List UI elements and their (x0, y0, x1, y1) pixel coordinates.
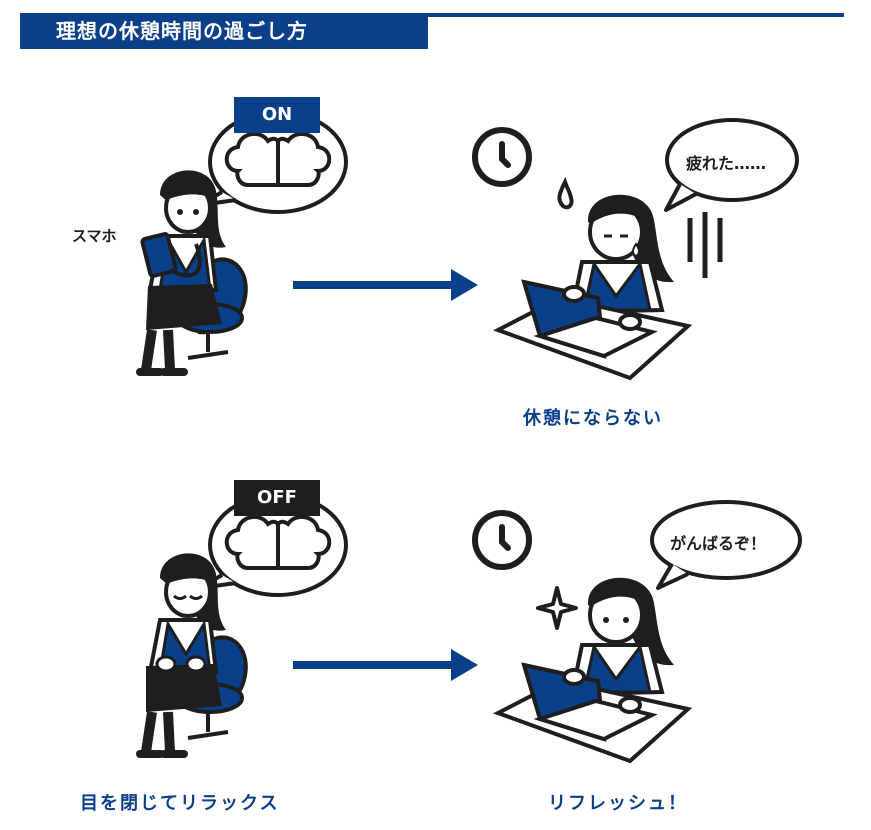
caption-refresh: リフレッシュ！ (548, 793, 688, 814)
arrow-top (293, 269, 478, 301)
page-title: 理想の休憩時間の過ごし方 (20, 13, 428, 49)
tired-woman-at-laptop (493, 194, 693, 381)
fatigue-lines-icon (687, 212, 723, 278)
tired-bubble-text: 疲れた…… (686, 154, 767, 173)
title-rule (20, 13, 844, 17)
relaxing-woman (136, 553, 248, 758)
speech-bubble-tired (664, 118, 799, 212)
brain-off-tag: OFF (234, 480, 320, 516)
speech-bubble-motivated (650, 500, 802, 590)
motivated-bubble-text: がんばるぞ！ (670, 534, 767, 553)
woman-with-phone (136, 170, 248, 376)
sweat-drop-icon (557, 176, 574, 210)
clock-icon (475, 130, 529, 184)
clock-icon (475, 513, 529, 567)
caption-relax: 目を閉じてリラックス (80, 793, 280, 814)
brain-icon (224, 514, 332, 570)
phone-label: スマホ (72, 227, 117, 245)
refreshed-woman-at-laptop (493, 577, 693, 764)
sparkle-icon (536, 586, 578, 630)
caption-no-rest: 休憩にならない (523, 408, 663, 429)
brain-icon (224, 131, 332, 187)
brain-on-tag: ON (234, 97, 320, 133)
arrow-bottom (293, 649, 478, 681)
